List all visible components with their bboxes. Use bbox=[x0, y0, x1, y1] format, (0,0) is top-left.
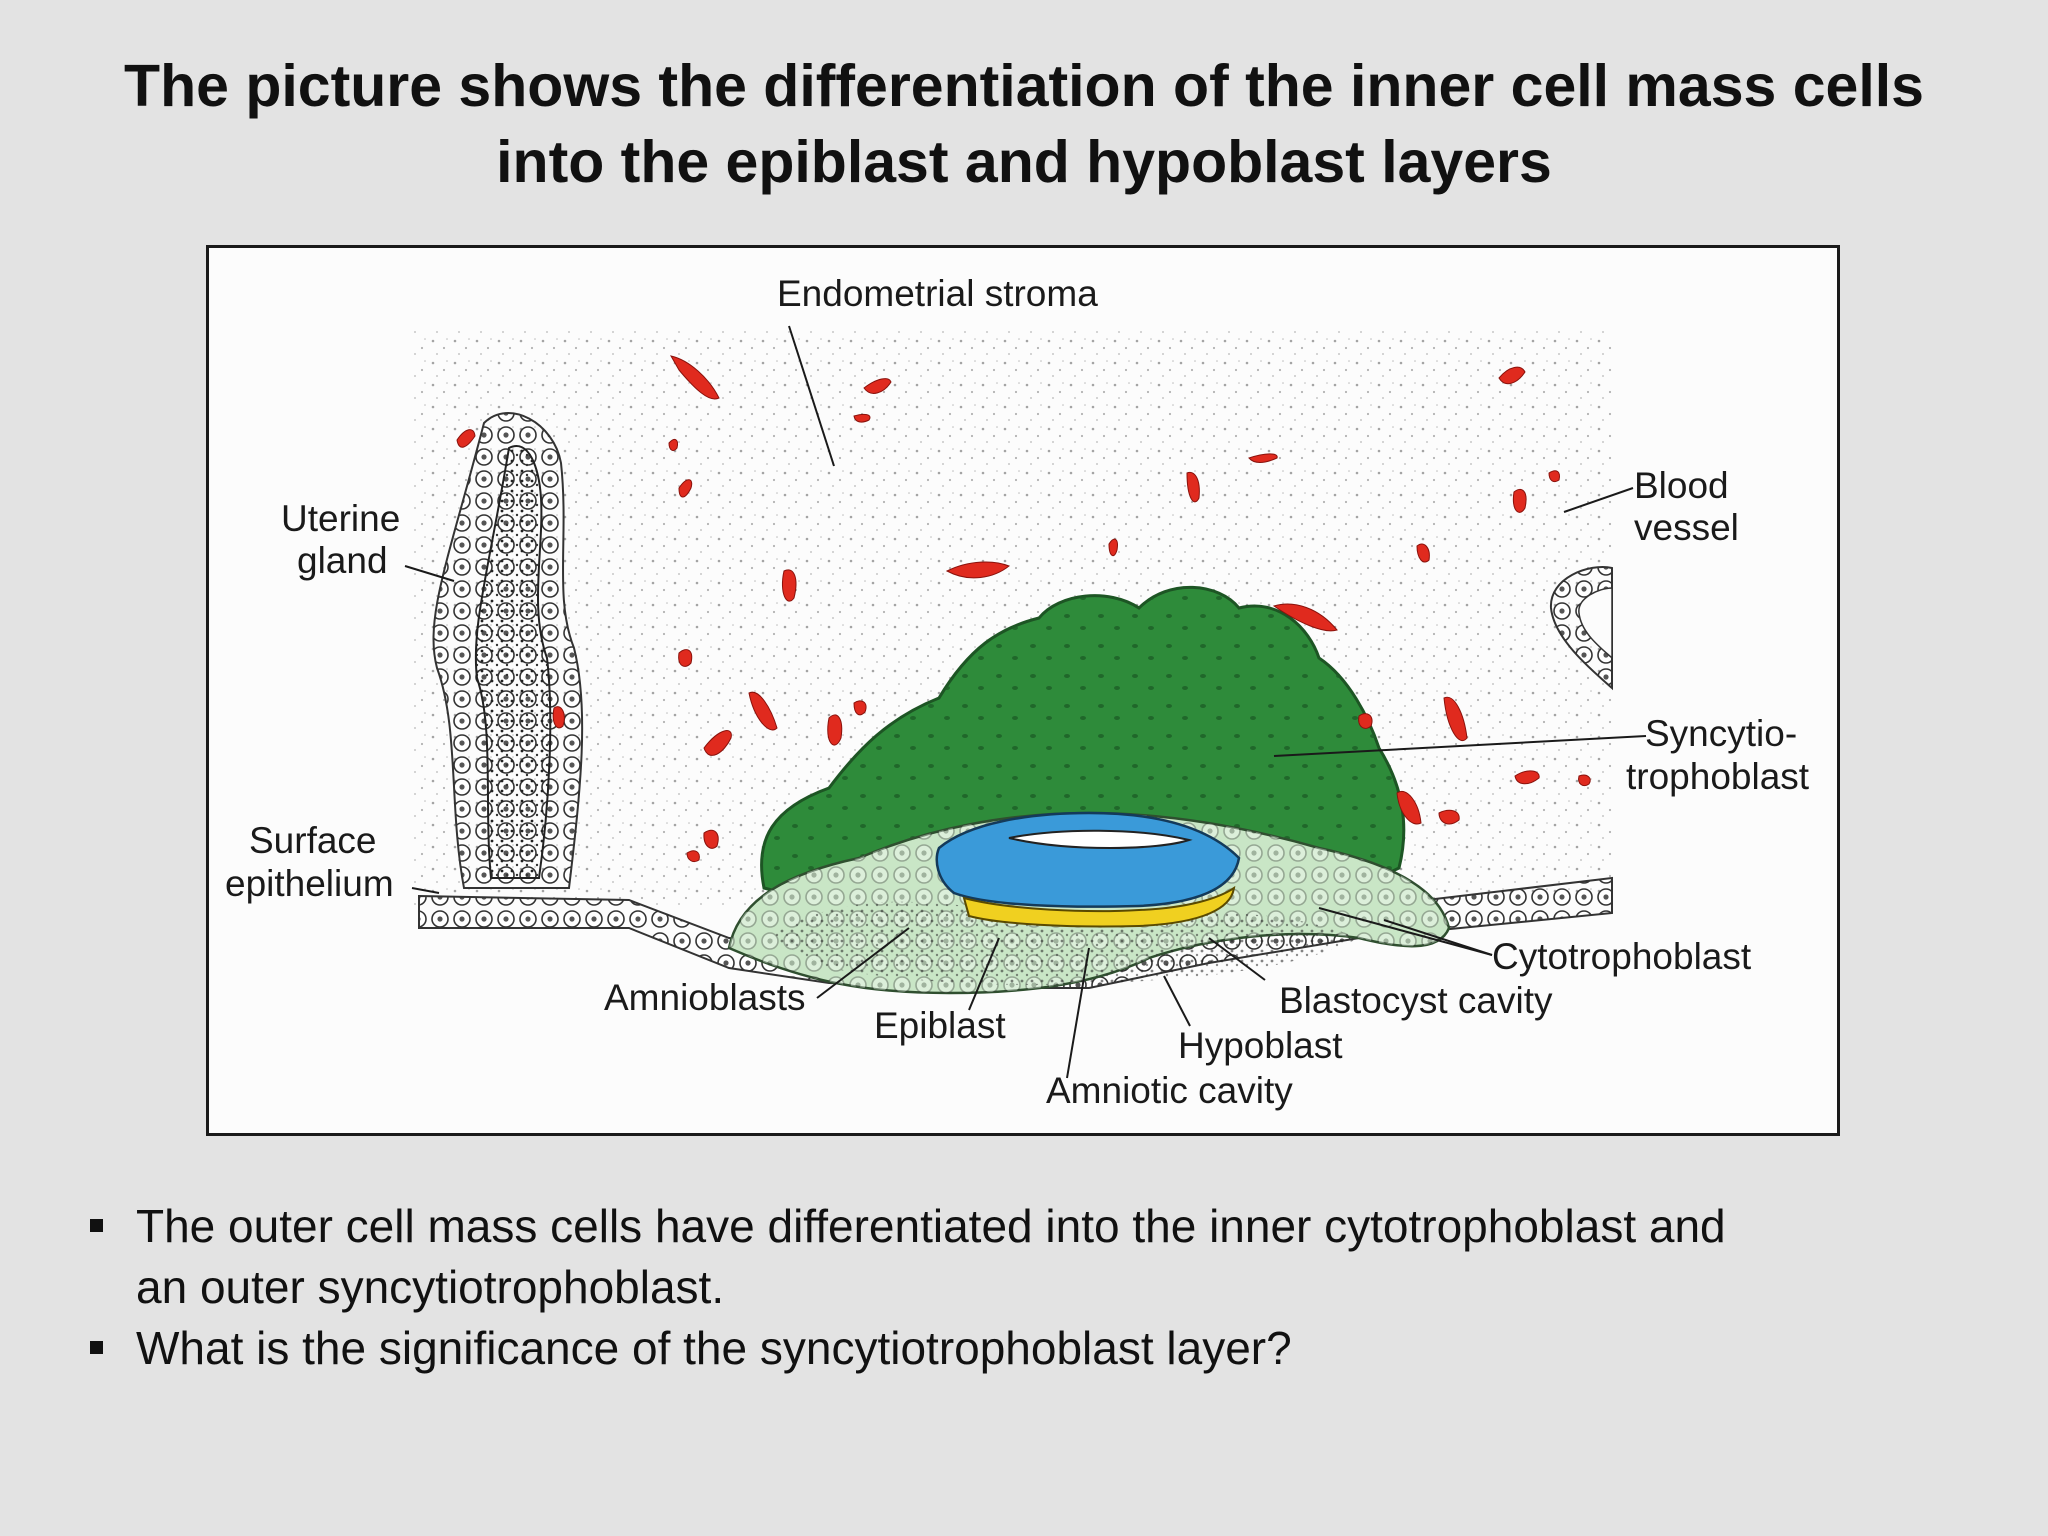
amniotic-cavity bbox=[1008, 829, 1193, 849]
diagram-canvas: Endometrial stroma Uterine gland Surface… bbox=[225, 273, 1810, 1111]
label-amniotic-cavity: Amniotic cavity bbox=[1046, 1070, 1293, 1111]
label-epithelium: epithelium bbox=[225, 863, 394, 904]
bullet-item: The outer cell mass cells have different… bbox=[88, 1196, 1988, 1318]
square-bullet-icon bbox=[90, 1341, 103, 1354]
blastocyst-cavity bbox=[769, 901, 1359, 985]
square-bullet-icon bbox=[90, 1219, 103, 1232]
slide-title: The picture shows the differentiation of… bbox=[40, 48, 2008, 200]
label-vessel: vessel bbox=[1634, 507, 1739, 548]
uterine-gland-right bbox=[1549, 566, 1613, 691]
bullet-list: The outer cell mass cells have different… bbox=[88, 1196, 1988, 1379]
label-epiblast: Epiblast bbox=[874, 1005, 1006, 1046]
leader-lines bbox=[404, 325, 1647, 1079]
uterine-gland bbox=[432, 412, 584, 889]
label-uterine: Uterine bbox=[281, 498, 400, 539]
blood-vessels bbox=[456, 355, 1591, 863]
title-line-2: into the epiblast and hypoblast layers bbox=[496, 129, 1552, 195]
label-syncytio: Syncytio- bbox=[1645, 713, 1797, 754]
label-surface: Surface bbox=[249, 820, 377, 861]
label-blastocyst-cavity: Blastocyst cavity bbox=[1279, 980, 1553, 1021]
implantation-diagram: Endometrial stroma Uterine gland Surface… bbox=[206, 245, 1840, 1136]
title-line-1: The picture shows the differentiation of… bbox=[124, 53, 1924, 119]
label-hypoblast: Hypoblast bbox=[1178, 1025, 1343, 1066]
bullet-item: What is the significance of the syncytio… bbox=[88, 1318, 1988, 1379]
bullet-1-line-2: an outer syncytiotrophoblast. bbox=[136, 1261, 725, 1313]
label-endometrial-stroma: Endometrial stroma bbox=[777, 273, 1098, 314]
label-trophoblast: trophoblast bbox=[1626, 756, 1810, 797]
label-gland: gland bbox=[297, 540, 388, 581]
bullet-2-line-1: What is the significance of the syncytio… bbox=[136, 1322, 1292, 1374]
hypoblast bbox=[962, 885, 1236, 928]
bullet-1-line-1: The outer cell mass cells have different… bbox=[136, 1200, 1726, 1252]
label-cytotrophoblast: Cytotrophoblast bbox=[1492, 936, 1752, 977]
label-amnioblasts: Amnioblasts bbox=[604, 977, 806, 1018]
label-blood: Blood bbox=[1634, 465, 1729, 506]
